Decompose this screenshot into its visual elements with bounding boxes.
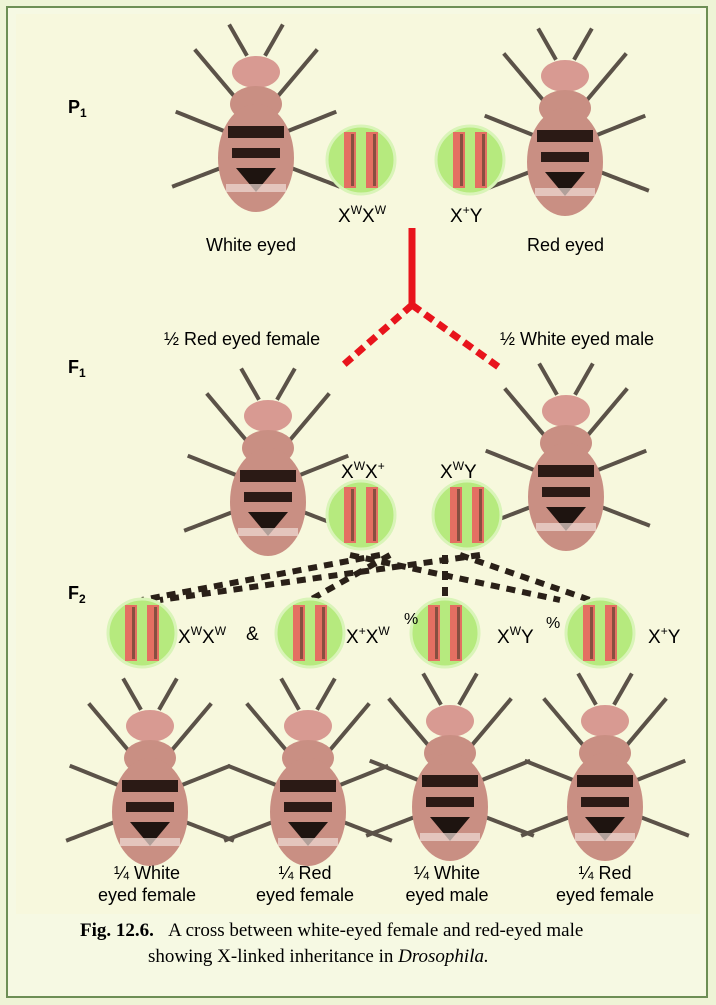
p1-male-label: Red eyed	[527, 235, 605, 255]
p1-male-chromosome-icon	[434, 124, 506, 196]
f2-genotype-3: XWY	[497, 624, 534, 648]
f2-chromosome-icon-1	[106, 597, 178, 669]
f2-genotype-4: X+Y	[648, 624, 681, 648]
p1-female-genotype: XWXW	[338, 203, 387, 227]
p1-red-eyed-male-fly	[481, 28, 649, 218]
caption-species: Drosophila.	[398, 946, 489, 967]
figure-caption: Fig. 12.6. A cross between white-eyed fe…	[80, 918, 700, 970]
f1-female-label: ½ Red eyed female	[164, 329, 321, 349]
f1-female-genotype: XWX+	[341, 459, 385, 483]
f2-fly-1	[66, 678, 234, 868]
f1-female-fly	[184, 368, 352, 558]
f2-branch-lines	[141, 552, 591, 603]
f2-male-symbol-2: %	[546, 615, 561, 632]
generation-label-p1: P1	[68, 97, 87, 120]
f2-chromosome-icon-2	[274, 597, 346, 669]
p1-white-eyed-female-fly	[172, 24, 340, 214]
generation-label-f1: F1	[68, 357, 86, 380]
figure-number: Fig. 12.6.	[80, 920, 154, 941]
f2-female-symbol: &	[246, 624, 259, 645]
caption-line-2: showing X-linked inheritance in	[148, 946, 399, 967]
f2-chromosome-icon-3	[409, 597, 481, 669]
f2-fly-4	[521, 673, 689, 863]
f1-male-chromosome-icon	[431, 479, 503, 551]
f2-genotype-2: X+XW	[346, 624, 390, 648]
cross-lines	[337, 228, 503, 371]
f2-male-symbol-1: %	[404, 611, 419, 628]
generation-label-f2: F2	[68, 583, 86, 606]
f2-fly-2	[224, 678, 392, 868]
p1-female-label: White eyed	[206, 235, 297, 255]
f2-genotype-1: XWXW	[178, 624, 227, 648]
p1-female-chromosome-icon	[325, 124, 397, 196]
f1-male-fly	[482, 363, 650, 553]
f2-chromosome-icon-4	[564, 597, 636, 669]
f1-female-chromosome-icon	[325, 479, 397, 551]
f1-male-genotype: XWY	[440, 459, 477, 483]
f2-fly-3	[366, 673, 534, 863]
p1-male-genotype: X+Y	[450, 203, 483, 227]
f1-male-label: ½ White eyed male	[500, 329, 655, 349]
caption-line-1: A cross between white-eyed female and re…	[168, 920, 584, 941]
